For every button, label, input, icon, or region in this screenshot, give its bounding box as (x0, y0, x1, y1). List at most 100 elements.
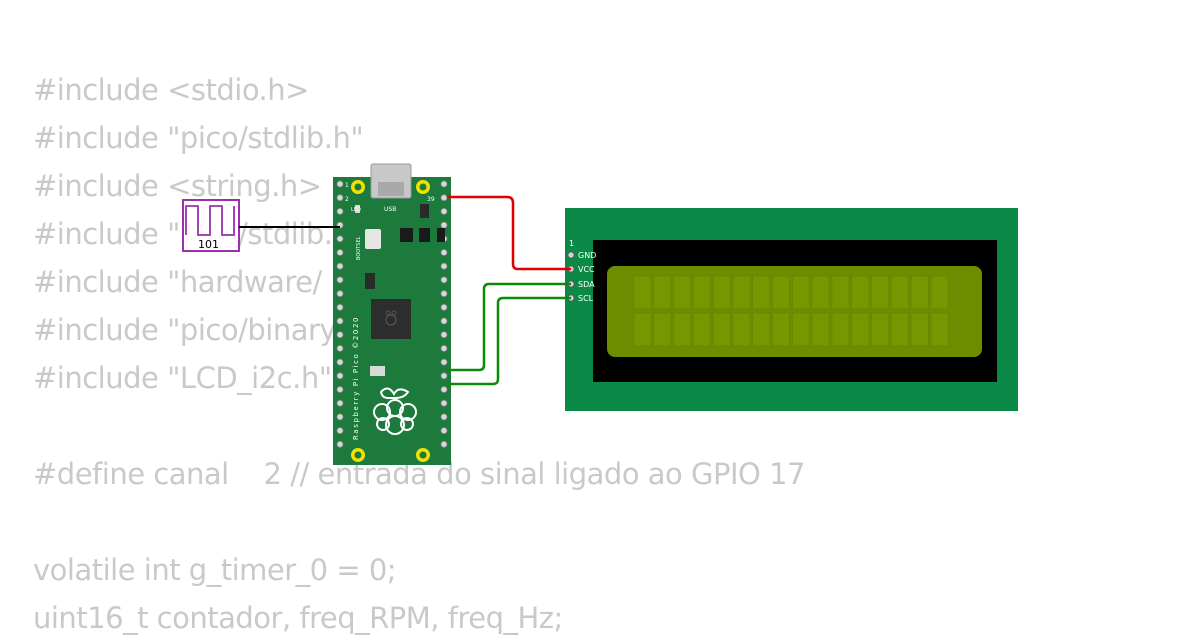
pico-pins-right[interactable] (440, 180, 448, 448)
signal-generator[interactable]: 101 (182, 199, 240, 252)
usb-label: USB (384, 206, 396, 213)
code-editor-background: #include <stdio.h> #include "pico/stdlib.… (33, 66, 805, 642)
mounting-hole-bottom-left (351, 448, 365, 462)
board-label: Raspberry Pi Pico ©2020 (352, 316, 360, 440)
pico-pin-right[interactable] (440, 440, 448, 448)
lcd-character-cell (811, 275, 830, 310)
pico-pin-left[interactable] (336, 440, 344, 448)
pico-pin-left[interactable] (336, 235, 344, 243)
lcd-pin-vcc-label: VCC (578, 265, 595, 274)
lcd-pin-gnd[interactable]: GND (567, 251, 597, 260)
pico-pin-left[interactable] (336, 317, 344, 325)
lcd-character-cell (673, 312, 691, 347)
crystal (370, 366, 385, 376)
lcd-character-cell (910, 312, 929, 347)
code-line: #include <stdio.h> (33, 73, 309, 107)
lcd-character-cell (871, 312, 889, 347)
raspberry-logo-small (385, 310, 397, 326)
pico-pin-left[interactable] (336, 413, 344, 421)
pico-pin-right[interactable] (440, 331, 448, 339)
pico-pin-left[interactable] (336, 290, 344, 298)
pico-pin-right[interactable] (440, 399, 448, 407)
lcd-character-cell (653, 312, 672, 347)
pico-pin-left[interactable] (336, 331, 344, 339)
code-line: #include "LCD_i2c.h" (33, 361, 332, 395)
pin-39-label: 39 (427, 196, 435, 203)
pico-pin-left[interactable] (336, 276, 344, 284)
pico-pin-right[interactable] (440, 303, 448, 311)
lcd-character-cell (792, 312, 810, 347)
lcd-character-cell (732, 312, 751, 347)
lcd-display[interactable]: 1 GND VCC SDA SCL (565, 208, 1018, 411)
lcd-character-cell (851, 275, 870, 310)
lcd-character-cell (772, 312, 790, 347)
smd-component (400, 228, 413, 242)
lcd-character-cell (831, 275, 850, 310)
pico-pin-right[interactable] (440, 344, 448, 352)
pico-pin-right[interactable] (440, 358, 448, 366)
lcd-character-cell (891, 312, 909, 347)
code-line: #include "hardware/ (33, 265, 322, 299)
pico-pin-left[interactable] (336, 427, 344, 435)
code-line: #define canal 2 // entrada do sinal liga… (33, 457, 805, 491)
lcd-character-cell (871, 275, 889, 310)
bootsel-button[interactable] (365, 229, 381, 249)
lcd-character-cell (673, 275, 691, 310)
pico-pin-right[interactable] (440, 221, 448, 229)
pico-pin-left[interactable] (336, 399, 344, 407)
signal-generator-label: 101 (198, 238, 219, 251)
pico-pin-left[interactable] (336, 372, 344, 380)
pico-pin-left[interactable] (336, 180, 344, 188)
pico-pin-right[interactable] (440, 249, 448, 256)
pico-pin-left[interactable] (336, 344, 344, 352)
pico-pin-left[interactable] (336, 303, 344, 311)
rp2040-chip (371, 299, 411, 339)
lcd-pin-sda-label: SDA (578, 280, 595, 289)
wire-scl[interactable] (447, 296, 571, 386)
pico-pin-right[interactable] (440, 317, 448, 325)
pico-pin-right[interactable] (440, 180, 448, 188)
pico-pin-right[interactable] (440, 262, 448, 270)
pico-pin-left[interactable] (336, 194, 344, 202)
pico-pin-left[interactable] (336, 249, 344, 256)
lcd-pin-gnd-label: GND (578, 251, 596, 260)
code-line: volatile int g_timer_0 = 0; (33, 553, 397, 587)
wire-sda[interactable] (447, 282, 571, 372)
flash-chip (365, 273, 375, 289)
code-line: uint16_t contador, freq_RPM, freq_Hz; (33, 601, 563, 635)
pico-pin-left[interactable] (336, 207, 344, 215)
lcd-pin-number-label: 1 (569, 239, 574, 248)
mounting-hole-top-left (351, 180, 365, 194)
lcd-character-cell (653, 275, 672, 310)
raspberry-pi-pico[interactable]: USB 1 2 39 LED BOOTSEL (333, 163, 451, 465)
pico-pin-left[interactable] (336, 262, 344, 270)
pico-pin-right[interactable] (440, 276, 448, 284)
lcd-character-cell (752, 312, 771, 347)
lcd-character-cell (693, 312, 711, 347)
raspberry-logo-icon (373, 387, 417, 435)
wire-vcc[interactable] (447, 195, 571, 271)
pico-pin-right[interactable] (440, 194, 448, 202)
pin-2-label: 2 (345, 196, 349, 203)
pico-pin-right[interactable] (440, 207, 448, 215)
bootsel-label: BOOTSEL (356, 236, 362, 260)
pico-pin-right[interactable] (440, 290, 448, 298)
pico-pin-right[interactable] (440, 386, 448, 393)
lcd-character-cell (732, 275, 751, 310)
usb-port (378, 182, 404, 196)
code-line: #include <string.h> (33, 169, 322, 203)
mounting-hole-top-right (416, 180, 430, 194)
lcd-character-cell (633, 275, 652, 310)
lcd-character-cell (930, 275, 949, 310)
pico-pin-right[interactable] (440, 413, 448, 421)
lcd-pin-scl-label: SCL (578, 294, 594, 303)
pico-pins-left[interactable] (336, 180, 344, 448)
code-line: #include "pico/stdlib.h" (33, 121, 364, 155)
lcd-character-cell (693, 275, 711, 310)
led-label: LED (351, 207, 361, 213)
pico-pin-left[interactable] (336, 386, 344, 393)
pico-pin-left[interactable] (336, 358, 344, 366)
pico-pin-right[interactable] (440, 427, 448, 435)
pico-pin-right[interactable] (440, 372, 448, 380)
